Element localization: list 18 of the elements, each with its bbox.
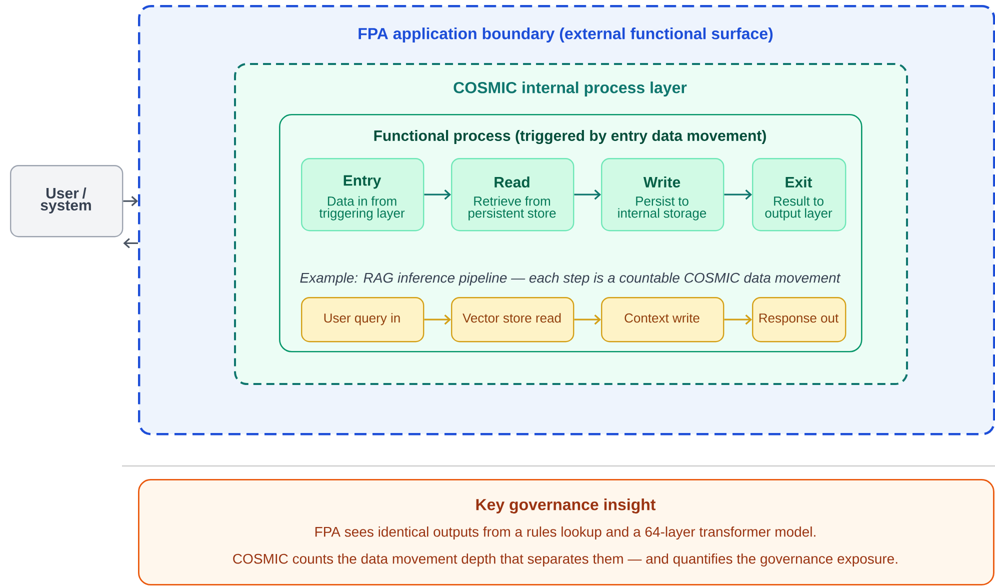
arrow	[123, 238, 138, 248]
actor-box: User / system	[10, 165, 124, 238]
arrow	[574, 190, 602, 200]
arrow	[724, 314, 752, 325]
process-box: Read Retrieve from persistent store	[451, 158, 574, 232]
example-box: Vector store read	[451, 297, 574, 342]
insight-box: Key governance insight FPA sees identical outputs from a rules lookup and a 64-layer transformer model. COSMIC counts the data movement depth that separates them — and quantifies the governance exposure.	[138, 479, 994, 586]
process-box: Exit Result to output layer	[752, 158, 846, 232]
arrow	[724, 190, 752, 200]
process-box: Write Persist to internal storage	[601, 158, 724, 232]
process-box: Entry Data in from triggering layer	[301, 158, 424, 232]
arrow	[424, 190, 451, 200]
arrow	[123, 196, 138, 206]
arrow	[424, 314, 451, 325]
example-box: Response out	[752, 297, 846, 342]
example-box: User query in	[301, 297, 424, 342]
arrow	[574, 314, 602, 325]
example-box: Context write	[601, 297, 724, 342]
